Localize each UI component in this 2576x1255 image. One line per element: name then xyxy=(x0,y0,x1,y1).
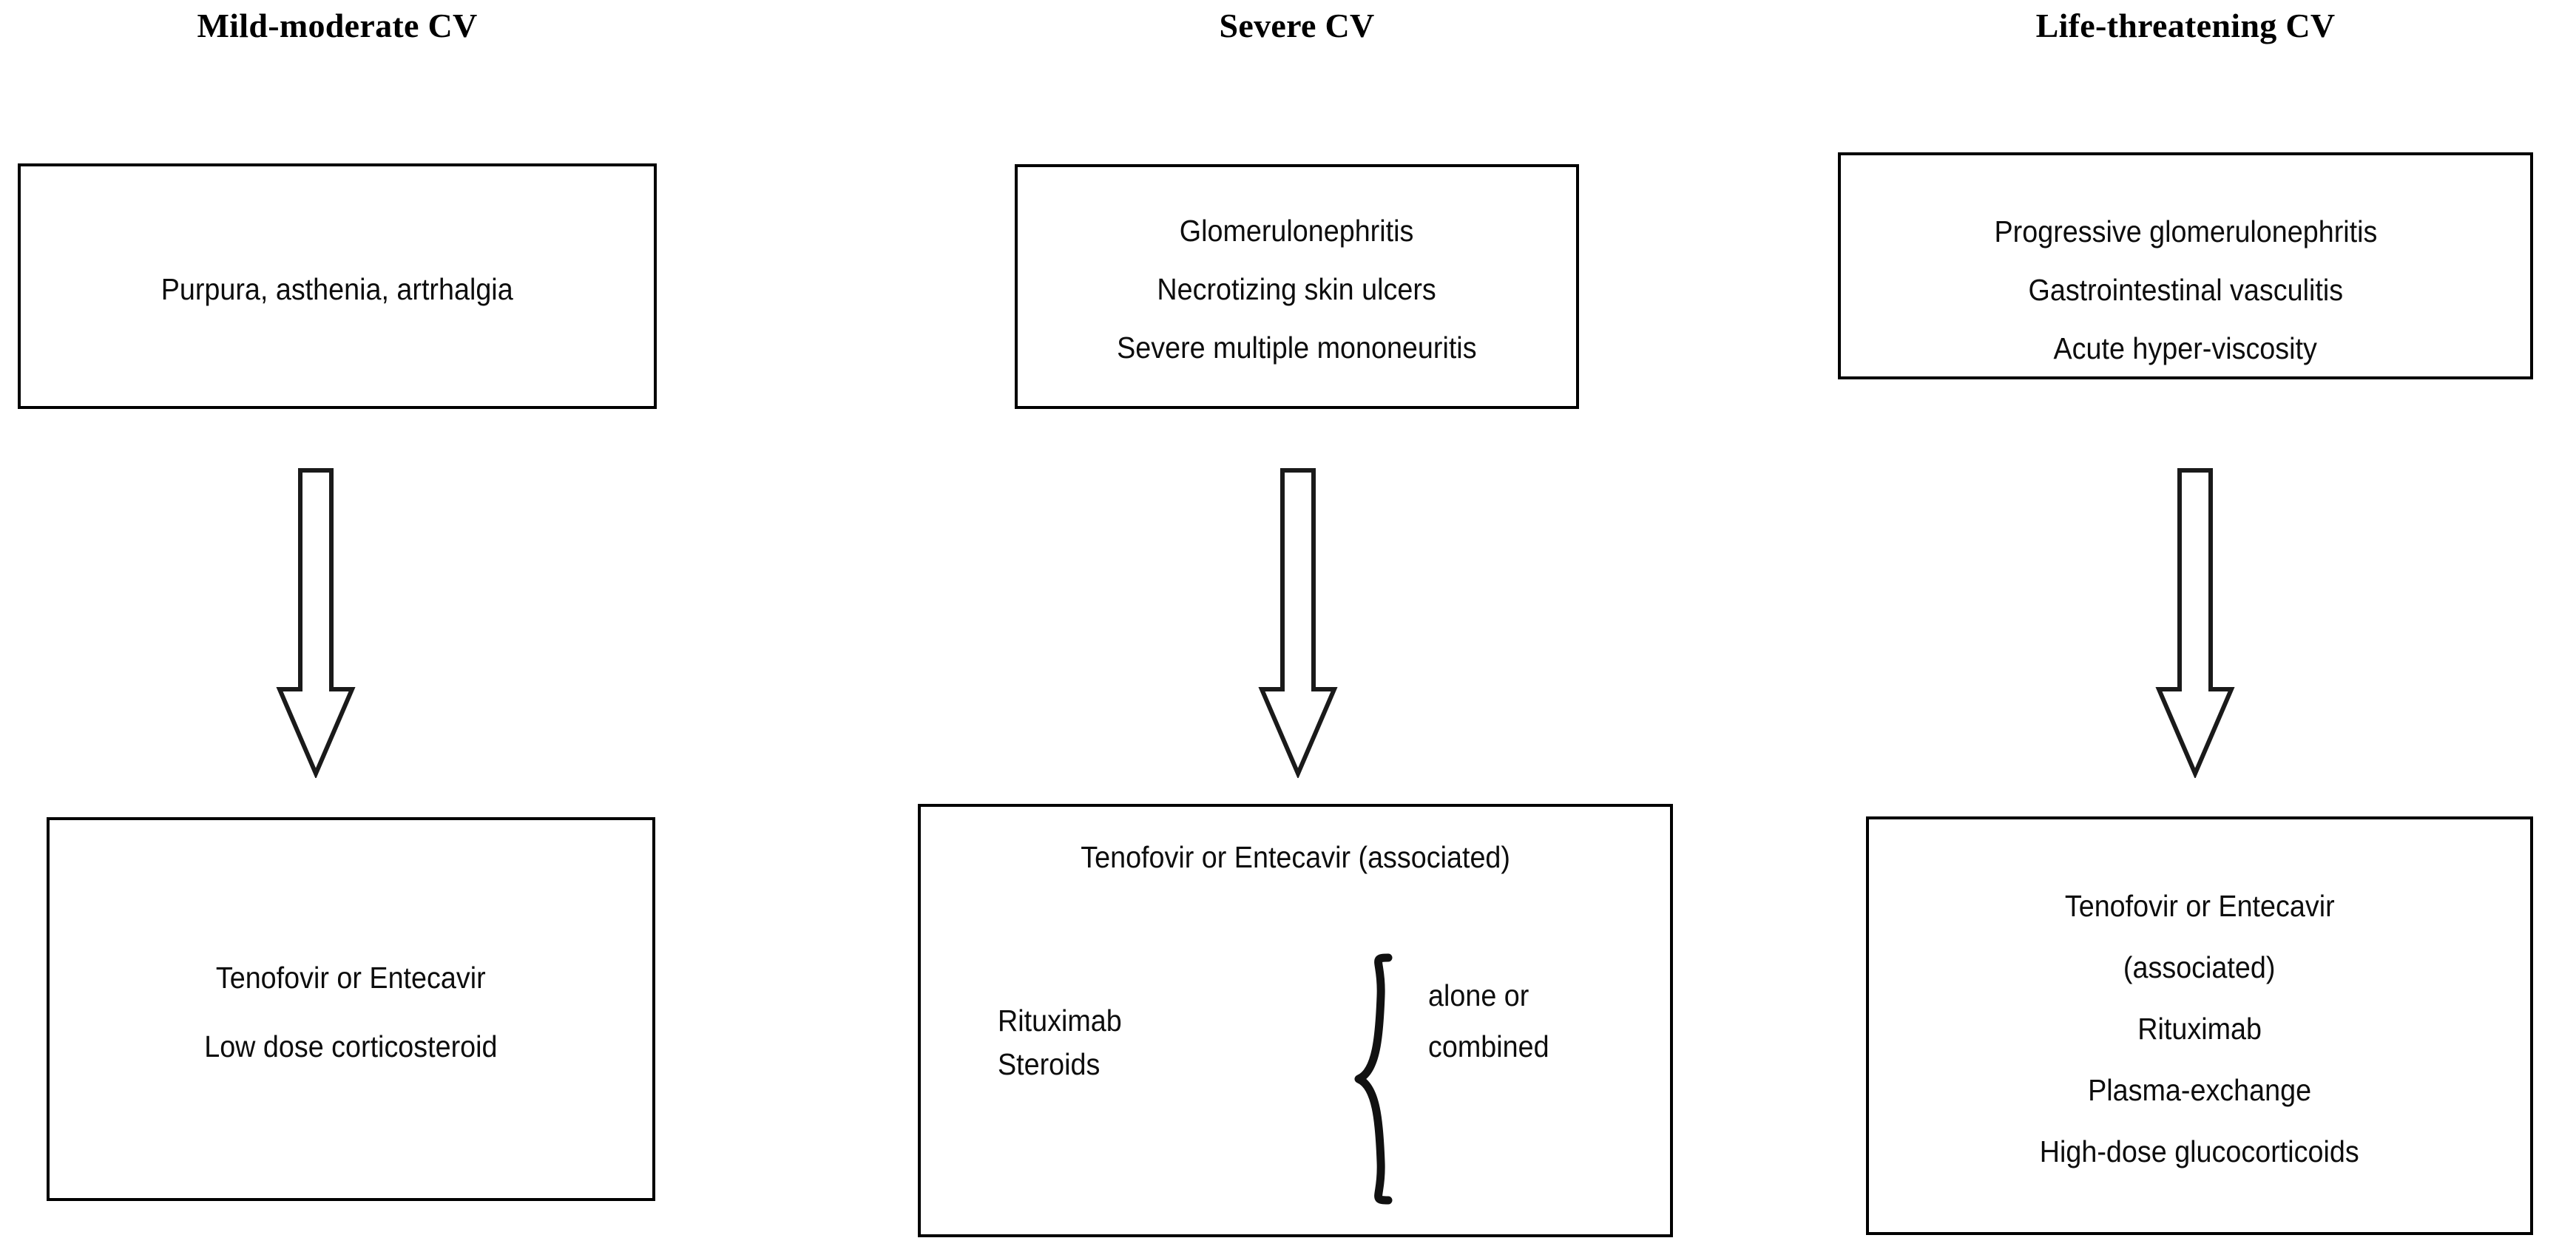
down-arrow-life-threatening xyxy=(2154,467,2236,778)
brace-item: Rituximab xyxy=(998,1004,1122,1038)
treatment-item: Plasma-exchange xyxy=(2088,1072,2311,1107)
manifestation-box-life-threatening: Progressive glomerulonephritis Gastroint… xyxy=(1838,152,2533,379)
treatment-list-life-threatening: Tenofovir or Entecavir (associated) Ritu… xyxy=(1869,819,2530,1232)
manifestation-item: Purpura, asthenia, artrhalgia xyxy=(161,271,513,306)
brace-label-line: combined xyxy=(1428,1029,1549,1063)
down-arrow-icon xyxy=(2155,468,2235,778)
treatment-item: Rituximab xyxy=(2137,1011,2262,1046)
treatment-list-severe: Tenofovir or Entecavir (associated) xyxy=(921,828,1670,887)
manifestation-item: Glomerulonephritis xyxy=(1180,214,1414,248)
treatment-item: High-dose glucocorticoids xyxy=(2040,1134,2359,1168)
manifestation-item: Necrotizing skin ulcers xyxy=(1157,272,1437,306)
manifestation-list-severe: Glomerulonephritis Necrotizing skin ulce… xyxy=(1018,167,1576,406)
manifestation-item: Progressive glomerulonephritis xyxy=(1994,214,2377,248)
down-arrow-icon xyxy=(1258,468,1338,778)
column-header-severe: Severe CV xyxy=(1219,7,1375,44)
down-arrow-severe xyxy=(1257,467,1339,778)
manifestation-item: Severe multiple mononeuritis xyxy=(1117,331,1477,365)
column-header-life-threatening: Life-threatening CV xyxy=(2035,7,2336,44)
manifestation-item: Gastrointestinal vasculitis xyxy=(2028,272,2343,307)
brace-items-severe: Rituximab Steroids xyxy=(998,1004,1132,1082)
brace-item: Steroids xyxy=(998,1047,1101,1081)
manifestation-box-severe: Glomerulonephritis Necrotizing skin ulce… xyxy=(1015,164,1579,409)
brace-label-line: alone or xyxy=(1428,978,1529,1012)
down-arrow-mild-moderate xyxy=(275,467,356,778)
brace-label-severe: alone or combined xyxy=(1428,978,1560,1064)
manifestation-item: Acute hyper-viscosity xyxy=(2053,331,2318,365)
treatment-box-mild-moderate: Tenofovir or Entecavir Low dose corticos… xyxy=(47,817,655,1201)
treatment-item: Tenofovir or Entecavir (associated) xyxy=(1081,839,1510,874)
manifestation-list-life-threatening: Progressive glomerulonephritis Gastroint… xyxy=(1841,172,2530,376)
down-arrow-icon xyxy=(276,468,356,778)
treatment-item: Tenofovir or Entecavir xyxy=(2064,888,2335,923)
curly-brace-icon xyxy=(1354,953,1406,1205)
treatment-item: Low dose corticosteroid xyxy=(204,1029,498,1063)
treatment-item: (associated) xyxy=(2123,950,2276,984)
treatment-box-life-threatening: Tenofovir or Entecavir (associated) Ritu… xyxy=(1866,816,2533,1235)
column-header-mild-moderate: Mild-moderate CV xyxy=(197,7,478,44)
manifestation-box-mild-moderate: Purpura, asthenia, artrhalgia xyxy=(18,163,657,409)
treatment-list-mild-moderate: Tenofovir or Entecavir Low dose corticos… xyxy=(50,820,652,1198)
treatment-box-severe: Tenofovir or Entecavir (associated) Ritu… xyxy=(918,804,1673,1237)
manifestation-list-mild-moderate: Purpura, asthenia, artrhalgia xyxy=(21,166,654,406)
treatment-item: Tenofovir or Entecavir xyxy=(216,960,486,995)
